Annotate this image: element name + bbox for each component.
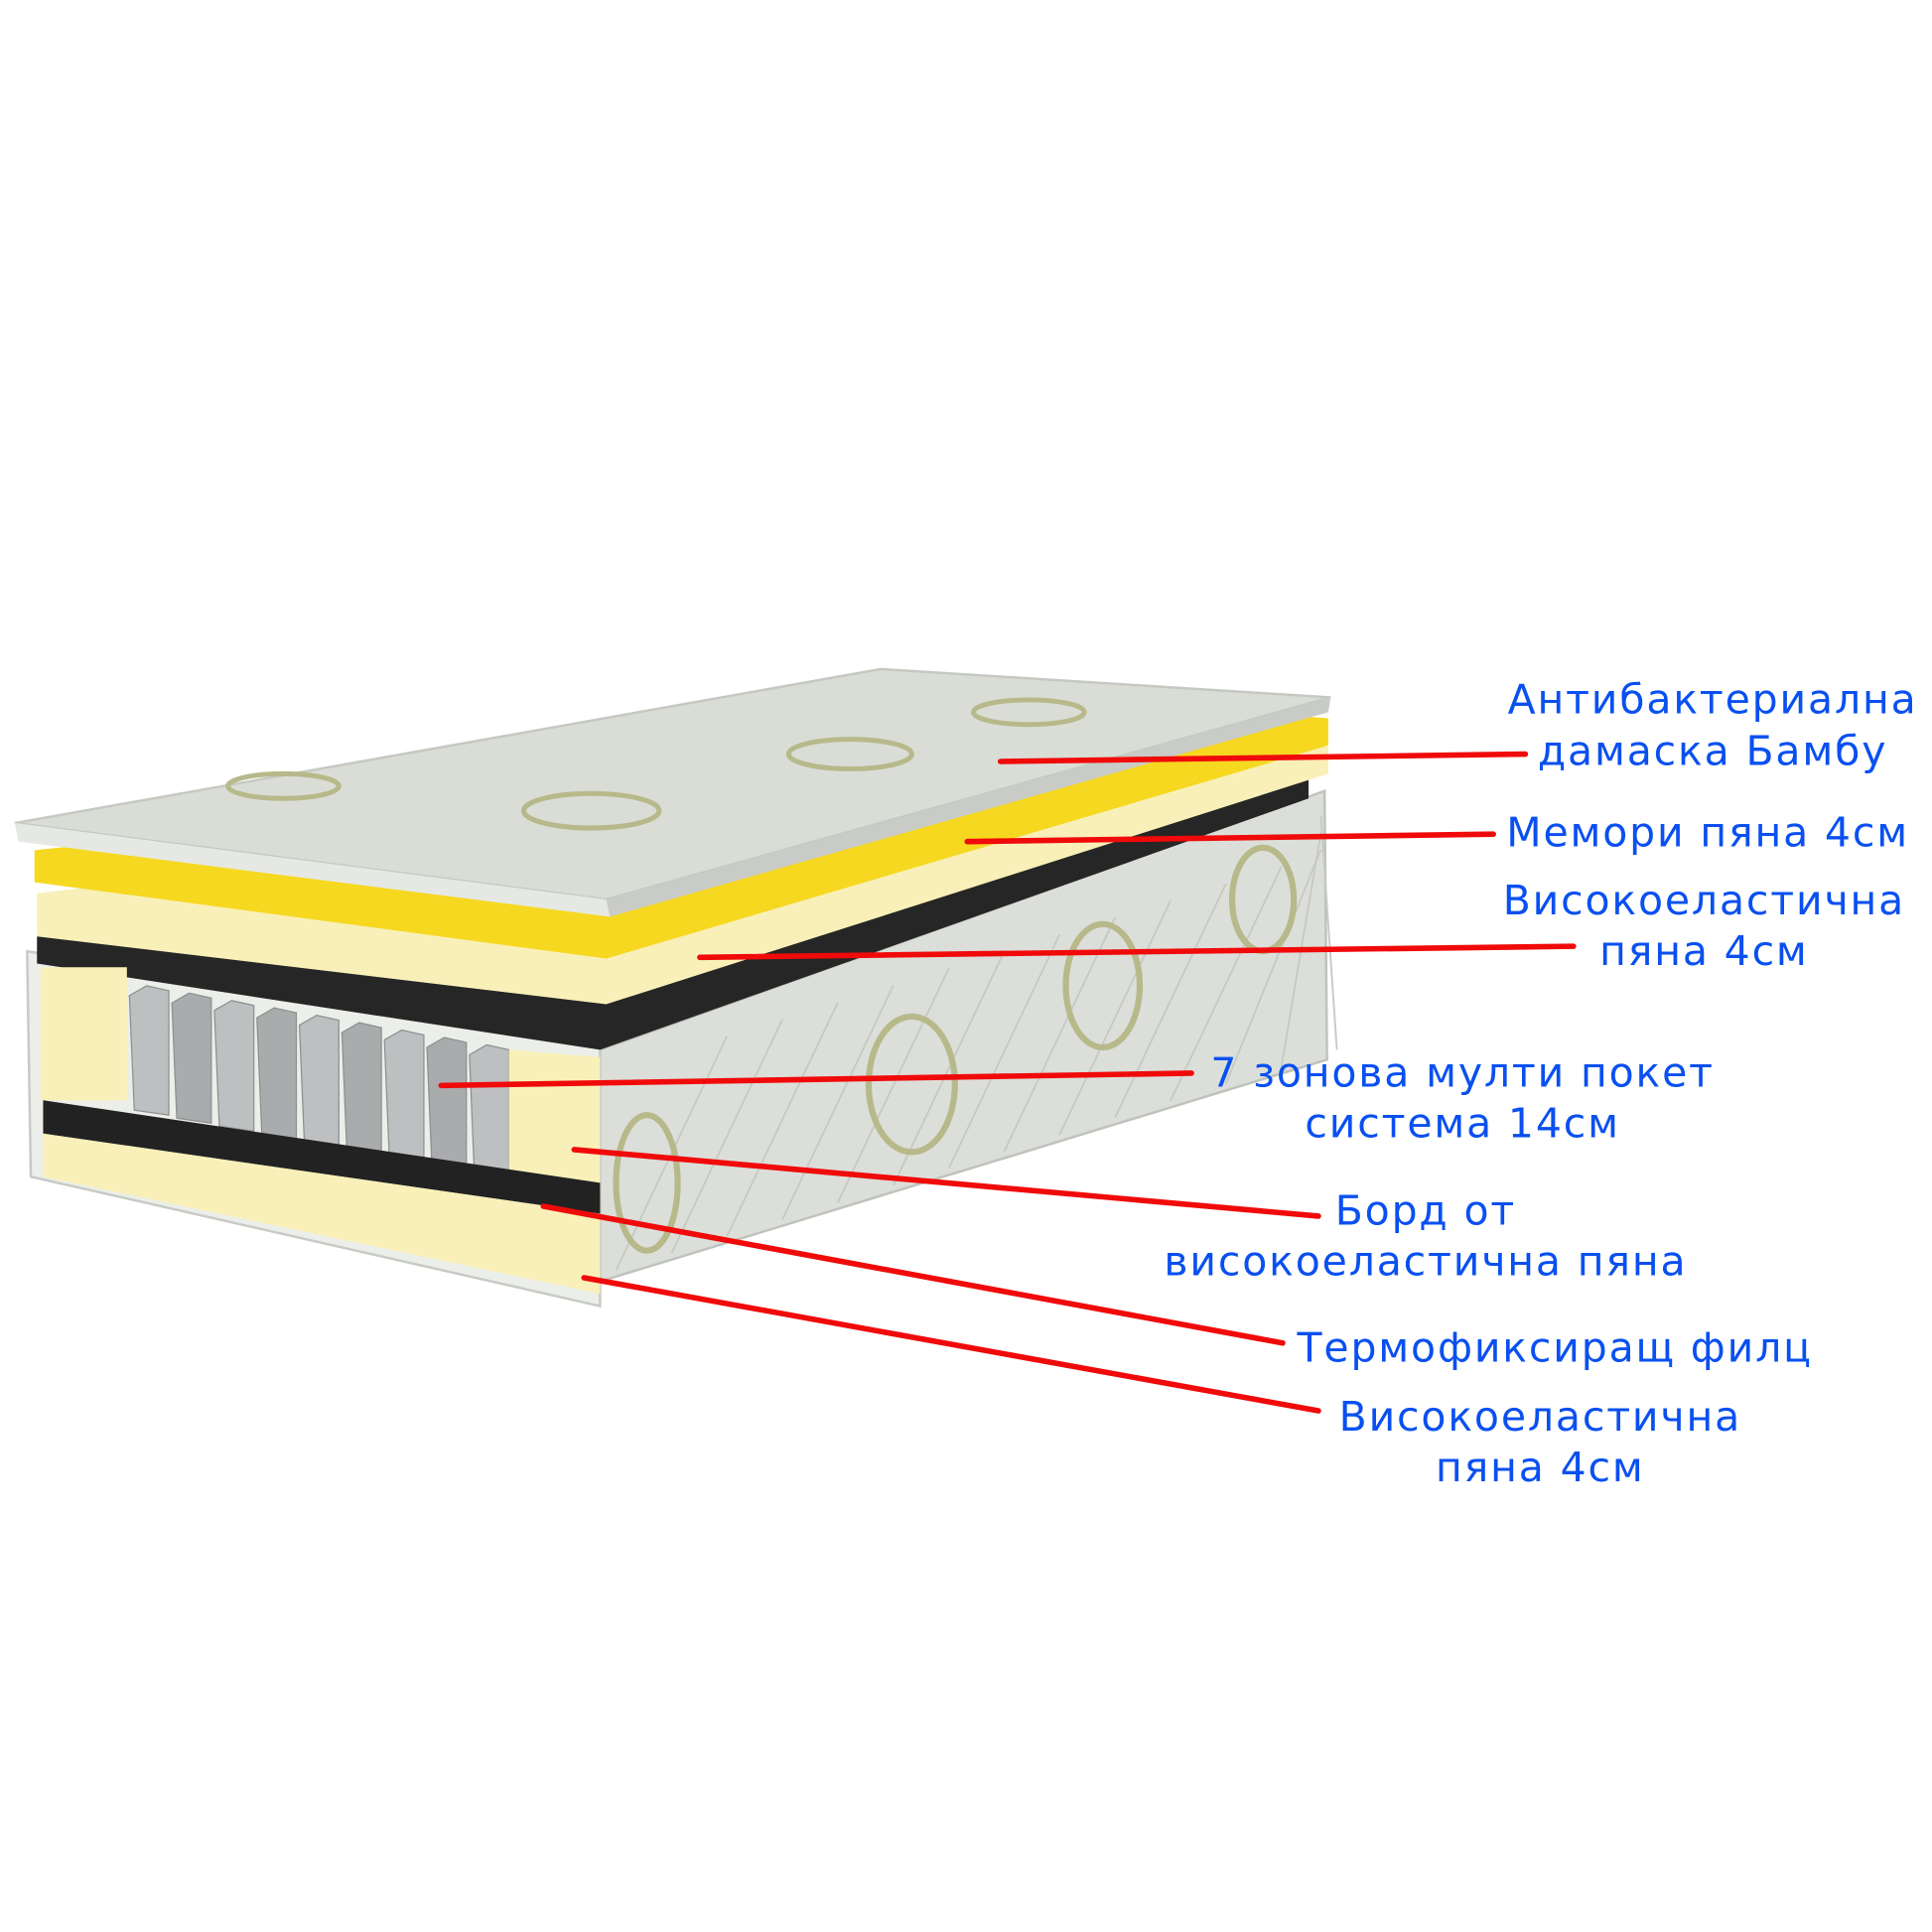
bottom-hr-foam <box>43 1133 601 1295</box>
leader-line-foam-border <box>571 1147 1321 1219</box>
quilt-stitch <box>1225 849 1322 1084</box>
label-memory-foam: Мемори пяна 4см <box>1506 809 1909 857</box>
quilt-stitching <box>615 815 1338 1271</box>
embroidered-logo <box>785 737 914 771</box>
quilt-stitch <box>1170 866 1283 1102</box>
pocket-spring <box>256 1007 298 1141</box>
embroidered-logo <box>520 790 662 831</box>
pocket-springs <box>128 985 510 1180</box>
pocket-spring <box>341 1022 382 1157</box>
pocket-spring <box>171 992 212 1124</box>
edge-foam-block-right <box>508 1049 601 1193</box>
label-pocket-system-line1: 7 зонова мулти покет <box>1210 1049 1714 1097</box>
leader-line-felt <box>540 1203 1286 1346</box>
quilt-stitch <box>1319 815 1338 1050</box>
label-cover-line2: дамаска Бамбу <box>1538 728 1887 775</box>
leader-line-memory-foam <box>964 831 1496 845</box>
quilt-stitch <box>947 933 1061 1170</box>
label-hr-foam-top-line1: Високоеластична <box>1503 877 1905 924</box>
embroidered-logo <box>1062 920 1144 1051</box>
leader-line-hr-foam-top <box>697 943 1577 961</box>
quilt-stitch <box>615 1035 729 1271</box>
quilt-stitch <box>781 985 895 1220</box>
quilt-stitch <box>892 950 1006 1186</box>
label-felt: Термофиксиращ филц <box>1297 1323 1813 1371</box>
embroidered-logo <box>865 1013 958 1156</box>
quilt-stitch <box>837 968 950 1203</box>
bamboo-cover <box>14 667 1331 917</box>
leader-line-hr-foam-bottom <box>581 1275 1321 1414</box>
label-foam-border-line1: Борд от <box>1335 1187 1516 1235</box>
quilt-stitch <box>1058 899 1172 1136</box>
pocket-spring <box>213 1000 255 1133</box>
pocket-spring <box>298 1014 340 1149</box>
embroidered-logo <box>613 1112 681 1254</box>
edge-foam-block-left <box>40 967 127 1101</box>
label-cover-line1: Антибактериална <box>1508 676 1918 724</box>
quilt-stitch <box>726 1002 839 1237</box>
label-foam-border-line2: високоеластична пяна <box>1164 1238 1687 1286</box>
label-hr-foam-bottom-line2: пяна 4см <box>1436 1444 1645 1491</box>
leader-line-pocket-system <box>438 1070 1194 1089</box>
embroidered-logo <box>225 770 342 801</box>
label-hr-foam-bottom-line1: Високоеластична <box>1339 1393 1741 1441</box>
leader-line-cover <box>997 751 1529 764</box>
quilt-stitch <box>1114 883 1227 1119</box>
pocket-spring <box>426 1036 468 1173</box>
label-pocket-system-line2: система 14см <box>1305 1100 1619 1148</box>
lower-felt-layer <box>43 1100 601 1214</box>
cover-front <box>14 823 611 917</box>
pocket-spring <box>128 985 170 1116</box>
label-hr-foam-top-line2: пяна 4см <box>1599 927 1809 975</box>
quilt-stitch <box>1003 916 1117 1153</box>
pocket-spring <box>469 1043 510 1180</box>
cover-side <box>606 697 1331 917</box>
pocket-spring <box>383 1029 425 1165</box>
quilt-stitch <box>670 1019 783 1254</box>
embroidered-logo <box>970 697 1087 728</box>
